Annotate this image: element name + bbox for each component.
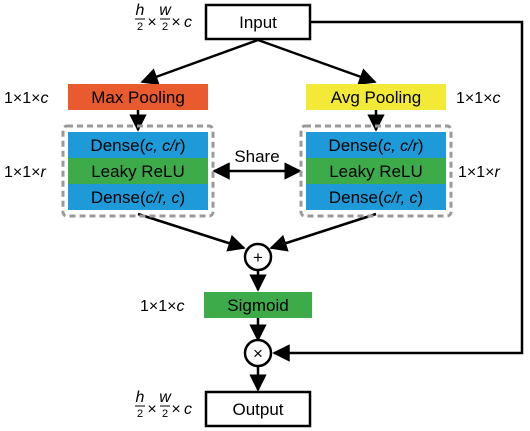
svg-text:1×1×r: 1×1×r [4,164,46,181]
sigmoid-node: Sigmoid [204,292,312,318]
skip-connection [272,20,524,362]
left-dense1-label: Dense(c, c/r) [90,136,185,155]
output-node: Output [204,390,312,428]
max-pooling-node: Max Pooling [68,84,208,110]
svg-text:×: × [171,14,180,31]
svg-text:×: × [147,14,156,31]
times-icon: × [253,344,263,363]
svg-text:×: × [147,401,156,418]
svg-text:c: c [184,401,192,418]
arrow-left-group-to-plus [137,212,246,252]
input-node: Input [204,3,312,41]
max-pooling-label: Max Pooling [91,88,185,107]
add-node: + [243,242,273,272]
svg-text:1×1×c: 1×1×c [4,90,48,107]
svg-text:1×1×r: 1×1×r [458,164,500,181]
arrow-input-to-max-pooling [140,38,259,85]
svg-text:×: × [171,401,180,418]
input-dimension-label: h 2 × w 2 × c [135,2,192,33]
svg-text:h: h [136,389,145,406]
left-dense2-label: Dense(c/r, c) [91,188,185,207]
output-dimension-label: h 2 × w 2 × c [135,389,192,420]
max-pooling-dim-label: 1×1×c [4,90,48,107]
plus-icon: + [253,248,263,267]
right-group-dim-label: 1×1×r [458,164,500,181]
input-label: Input [239,13,277,32]
svg-text:2: 2 [137,408,143,420]
svg-text:2: 2 [137,21,143,33]
sigmoid-dim-label: 1×1×c [140,298,184,315]
right-relu-label: Leaky ReLU [329,162,423,181]
avg-pooling-dim-label: 1×1×c [456,90,500,107]
svg-text:2: 2 [162,21,168,33]
sigmoid-label: Sigmoid [227,296,288,315]
right-dense-group: Dense(c, c/r) Leaky ReLU Dense(c/r, c) [299,124,453,218]
connectors [129,20,524,392]
avg-pooling-label: Avg Pooling [331,88,421,107]
left-relu-label: Leaky ReLU [91,162,185,181]
svg-text:1×1×c: 1×1×c [456,90,500,107]
svg-text:1×1×c: 1×1×c [140,298,184,315]
output-label: Output [232,400,283,419]
svg-text:w: w [159,389,172,406]
svg-text:2: 2 [162,408,168,420]
arrow-input-to-avg-pooling [257,38,377,85]
multiply-node: × [243,338,273,368]
svg-text:c: c [184,14,192,31]
svg-text:w: w [159,2,172,19]
left-dense-group: Dense(c, c/r) Leaky ReLU Dense(c/r, c) [61,124,215,218]
right-dense2-label: Dense(c/r, c) [329,188,423,207]
left-group-dim-label: 1×1×r [4,164,46,181]
arrow-right-group-to-plus [269,212,377,252]
right-dense1-label: Dense(c, c/r) [328,136,423,155]
svg-text:h: h [136,2,145,19]
share-label: Share [234,147,279,166]
avg-pooling-node: Avg Pooling [306,84,446,110]
